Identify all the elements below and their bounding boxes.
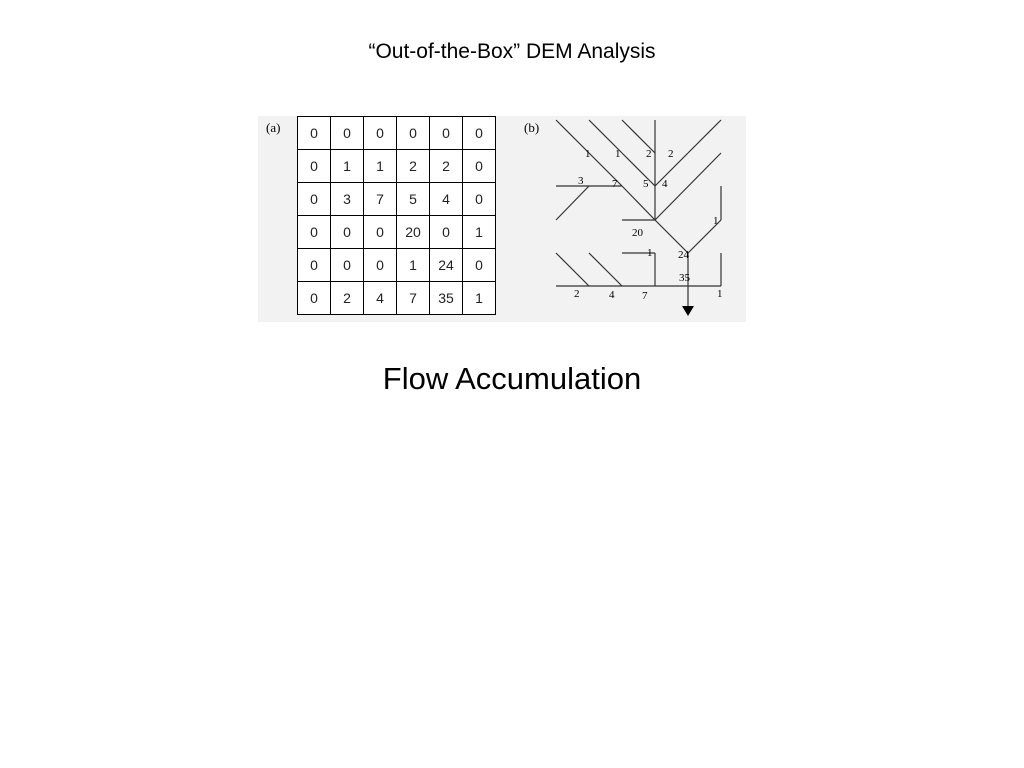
flow-label: 4 [662,178,668,190]
grid-cell: 0 [396,116,430,150]
grid-cell: 0 [330,248,364,282]
flow-lines [555,119,722,306]
flow-label: 1 [717,288,723,300]
grid-cell: 0 [462,248,496,282]
grid-cell: 0 [363,215,397,249]
flow-line [588,152,623,187]
flow-line [687,119,722,154]
flow-label: 35 [679,272,691,284]
flow-line [555,252,590,287]
grid-cell: 0 [297,215,331,249]
grid-cell: 0 [429,116,463,150]
grid-cell: 3 [330,182,364,216]
grid-cell: 24 [429,248,463,282]
flow-line [621,119,656,154]
flow-label: 1 [713,215,719,227]
flow-line [621,152,656,187]
flow-line [555,119,590,154]
grid-cell: 2 [396,149,430,183]
grid-cell: 4 [429,182,463,216]
grid-cell: 1 [462,281,496,315]
grid-cell: 5 [396,182,430,216]
panel-b-label: (b) [524,120,540,135]
flow-label: 1 [585,148,591,160]
flow-line [654,152,722,221]
flow-label: 20 [632,227,644,239]
flow-line [588,119,623,154]
grid-cell: 0 [462,149,496,183]
flow-line [588,252,623,287]
grid-cell: 0 [462,182,496,216]
grid-cell: 0 [330,215,364,249]
grid-cell: 1 [330,149,364,183]
flow-label: 4 [609,289,615,301]
flow-label: 7 [612,178,618,190]
grid-cell: 0 [330,116,364,150]
grid-cell: 0 [297,248,331,282]
panel-a-label: (a) [266,120,281,135]
flow-label: 24 [678,249,690,261]
grid-cell: 0 [297,281,331,315]
flow-line [621,185,656,221]
subtitle: Flow Accumulation [382,361,642,396]
flow-label: 2 [574,288,580,300]
flow-label: 5 [643,178,649,190]
grid-cell: 2 [330,281,364,315]
grid-cell: 35 [429,281,463,315]
grid-cell: 7 [363,182,397,216]
flow-label: 7 [642,290,648,302]
grid-cell: 0 [297,116,331,150]
outlet-arrow-icon [682,306,694,316]
flow-label: 1 [615,148,621,160]
grid-cell: 1 [363,149,397,183]
flow-line [654,152,689,187]
grid-cell: 0 [363,248,397,282]
grid-cell: 7 [396,281,430,315]
flow-label: 3 [578,175,584,187]
flow-label: 2 [646,148,652,160]
grid-cell: 0 [462,116,496,150]
flow-label: 1 [647,247,653,259]
flow-label: 2 [668,148,674,160]
grid-cell: 4 [363,281,397,315]
grid-cell: 0 [363,116,397,150]
flow-line [687,219,722,254]
grid-cell: 1 [396,248,430,282]
grid-cell: 20 [396,215,430,249]
slide-title: “Out-of-the-Box” DEM Analysis [368,40,656,63]
grid-cell: 0 [297,149,331,183]
grid-cell: 0 [429,215,463,249]
grid-cell: 0 [297,182,331,216]
flow-line [654,219,689,254]
flow-line [555,185,590,221]
grid-cell: 1 [462,215,496,249]
grid-cell: 2 [429,149,463,183]
